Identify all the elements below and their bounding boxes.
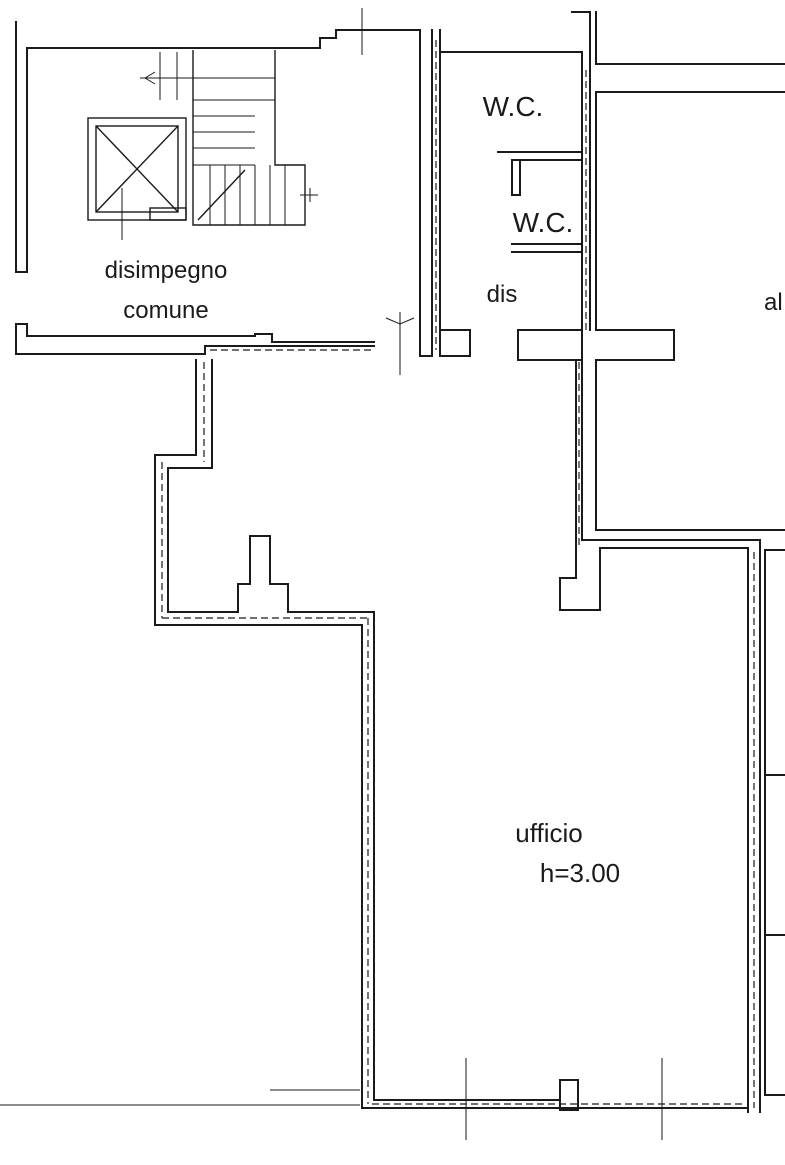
office-walls (0, 349, 785, 1140)
room-label-ufficio: ufficio (515, 818, 582, 848)
room-label-cut: al (764, 289, 783, 316)
room-label-wc-1: W.C. (483, 91, 544, 122)
room-label-disimpegno-line2: comune (123, 297, 208, 324)
room-height-label: h=3.00 (540, 858, 620, 888)
room-label-dis: dis (487, 281, 518, 308)
common-landing-walls (15, 8, 433, 375)
room-label-disimpegno-line1: disimpegno (105, 257, 228, 284)
stairwell (87, 50, 318, 240)
room-label-wc-2: W.C. (513, 207, 574, 238)
bathroom-walls (435, 11, 785, 531)
